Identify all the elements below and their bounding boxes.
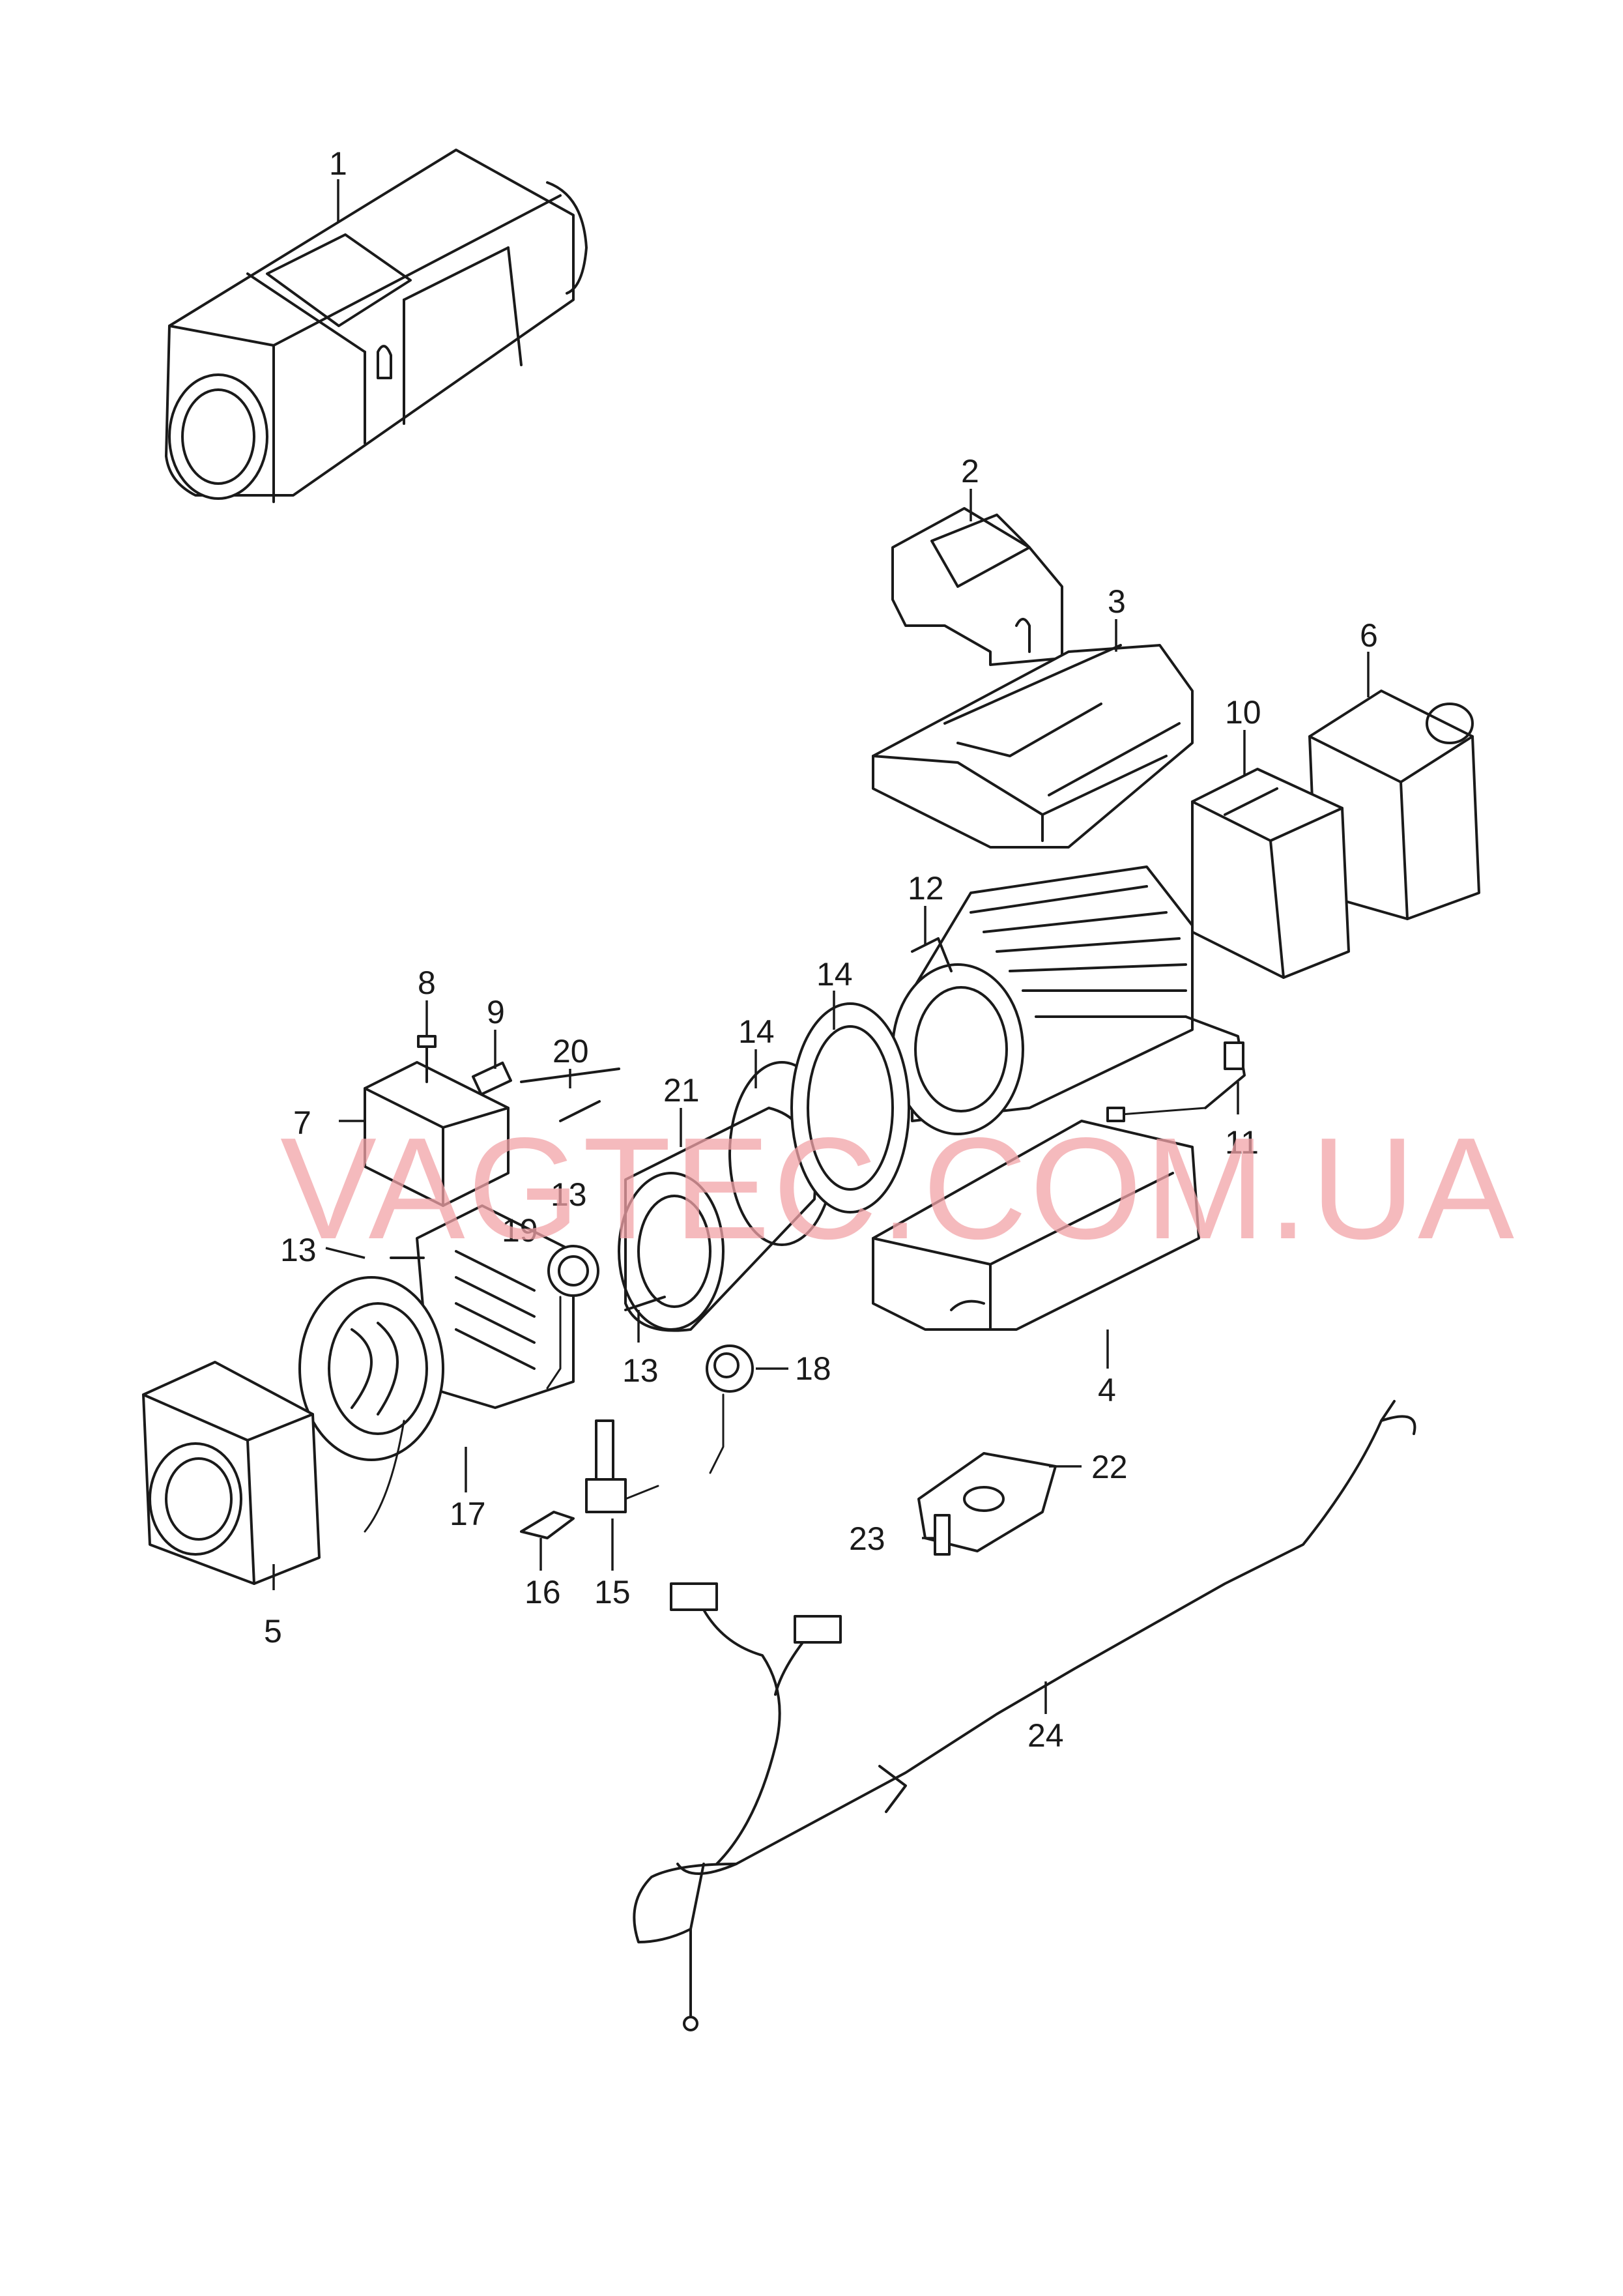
plug-18[interactable] — [706, 1344, 754, 1474]
callout-9: 9 — [487, 994, 505, 1030]
control-unit[interactable] — [364, 1061, 510, 1207]
callout-13-bottom: 13 — [622, 1352, 659, 1389]
callout-10: 10 — [1225, 694, 1261, 731]
fuel-sensor-15[interactable] — [585, 1419, 659, 1513]
callout-18: 18 — [795, 1350, 831, 1387]
heat-exchanger[interactable] — [891, 865, 1246, 1135]
callout-13-left: 13 — [280, 1232, 317, 1268]
callout-5: 5 — [264, 1613, 282, 1649]
glow-plug[interactable] — [546, 1245, 599, 1389]
leader-lines — [272, 179, 1370, 1714]
callout-12: 12 — [908, 870, 944, 907]
pin-9[interactable] — [472, 1061, 512, 1096]
wiring-harness[interactable] — [633, 1400, 1416, 2031]
callout-16: 16 — [524, 1574, 561, 1610]
callout-4: 4 — [1098, 1372, 1116, 1408]
callout-6: 6 — [1360, 617, 1378, 654]
upper-housing[interactable] — [872, 644, 1194, 849]
callout-7: 7 — [293, 1105, 311, 1141]
callout-20: 20 — [553, 1033, 589, 1069]
end-cap-right[interactable] — [1308, 690, 1480, 920]
bolt-23[interactable] — [934, 1514, 951, 1556]
callout-14-right: 14 — [816, 956, 853, 993]
callout-15: 15 — [594, 1574, 631, 1610]
callout-17: 17 — [450, 1496, 486, 1532]
small-cover[interactable] — [891, 507, 1063, 666]
rubber-sleeve[interactable] — [1191, 768, 1350, 979]
end-cap-left[interactable] — [142, 1361, 321, 1585]
callout-8: 8 — [418, 965, 436, 1001]
callout-22: 22 — [1091, 1449, 1128, 1485]
gasket-flange[interactable] — [790, 1002, 910, 1213]
callout-11: 11 — [1225, 1124, 1259, 1161]
callout-24: 24 — [1027, 1717, 1064, 1754]
lower-housing[interactable] — [872, 1120, 1200, 1331]
heater-assembly[interactable] — [165, 149, 588, 503]
callout-21: 21 — [663, 1072, 700, 1109]
callout-2: 2 — [961, 453, 979, 489]
callout-3: 3 — [1108, 583, 1126, 620]
combustion-tube[interactable] — [618, 1107, 817, 1332]
screws-13[interactable] — [390, 1100, 666, 1311]
watermark-text: VAGTEC.COM.UA — [280, 1108, 1517, 1270]
callout-13-top: 13 — [551, 1176, 587, 1213]
callout-1: 1 — [329, 145, 347, 182]
clip-16[interactable] — [520, 1511, 575, 1539]
callout-23: 23 — [849, 1520, 885, 1557]
callout-14-left: 14 — [738, 1013, 775, 1050]
callout-labels: 1 2 3 4 5 6 7 8 9 10 11 12 13 13 13 13 1… — [264, 145, 1378, 1754]
callout-19: 19 — [502, 1212, 538, 1249]
blower-motor[interactable] — [298, 1204, 575, 1533]
